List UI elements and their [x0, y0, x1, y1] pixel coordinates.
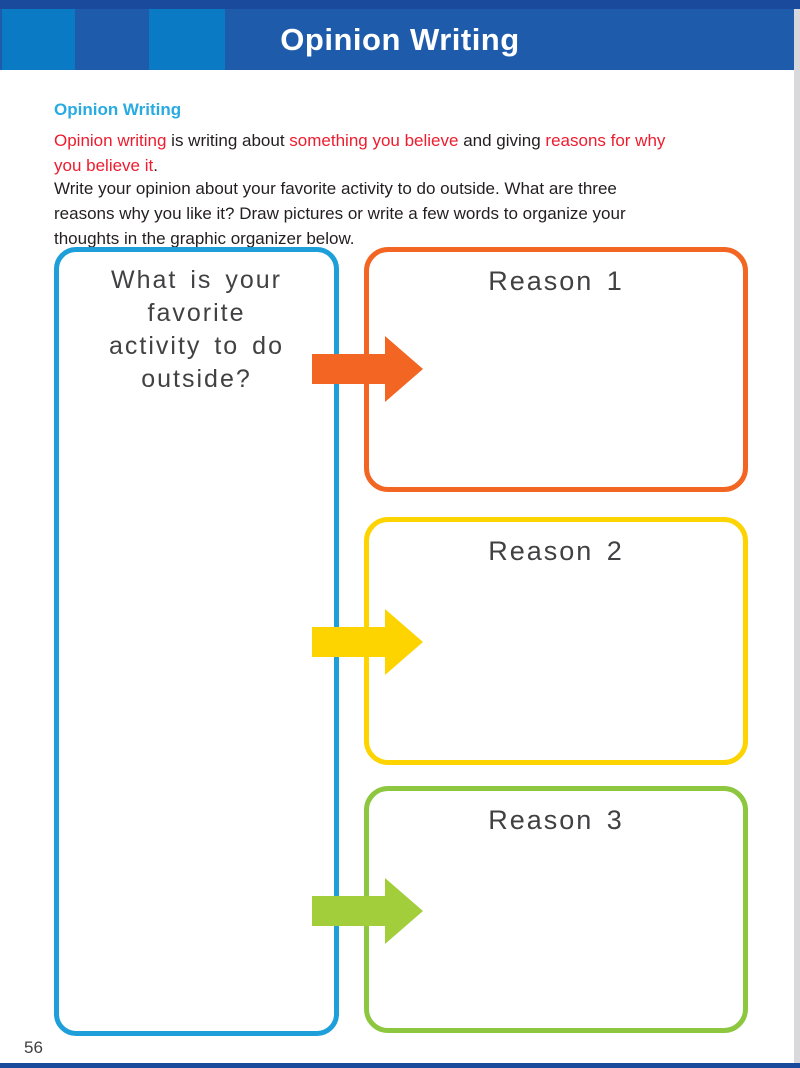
page-header: Opinion Writing [0, 9, 800, 70]
page-title: Opinion Writing [280, 22, 520, 57]
highlighted-term: something you believe [289, 131, 459, 150]
instructions-paragraph: Write your opinion about your favorite a… [54, 176, 754, 251]
reason-label: Reason 2 [488, 536, 624, 566]
header-accent-segment [2, 9, 75, 70]
body-text: . [153, 156, 158, 175]
text-line: What is your favorite [111, 266, 282, 327]
right-arrow-icon [312, 878, 423, 944]
body-text: is writing about [166, 131, 290, 150]
header-accent-segment [149, 9, 225, 70]
bottom-edge-strip [0, 1063, 800, 1068]
page-number: 56 [24, 1038, 43, 1057]
text-line: thoughts in the graphic organizer below. [54, 229, 355, 248]
reason-label: Reason 1 [488, 266, 624, 296]
reason-box-3: Reason 3 [364, 786, 748, 1033]
lesson-heading: Opinion Writing [54, 100, 182, 119]
highlighted-term: Opinion writing [54, 131, 167, 150]
prompt-box: What is your favorite activity to do out… [54, 247, 339, 1036]
highlighted-term: reasons for why [545, 131, 666, 150]
highlighted-term: you believe it [54, 156, 154, 175]
text-line: Opinion writing is writing about somethi… [54, 131, 665, 150]
text-line: reasons why you like it? Draw pictures o… [54, 204, 626, 223]
text-line: you believe it. [54, 156, 158, 175]
right-arrow-icon [312, 336, 423, 402]
body-text: and giving [458, 131, 546, 150]
text-line: activity to do outside? [109, 332, 284, 393]
definition-paragraph: Opinion writing is writing about somethi… [54, 128, 764, 178]
prompt-question: What is your favorite activity to do out… [59, 264, 334, 396]
text-line: Write your opinion about your favorite a… [54, 179, 617, 198]
page-edge-strip [794, 9, 800, 1063]
top-edge-strip [0, 0, 800, 9]
right-arrow-icon [312, 609, 423, 675]
reason-label: Reason 3 [488, 805, 624, 835]
